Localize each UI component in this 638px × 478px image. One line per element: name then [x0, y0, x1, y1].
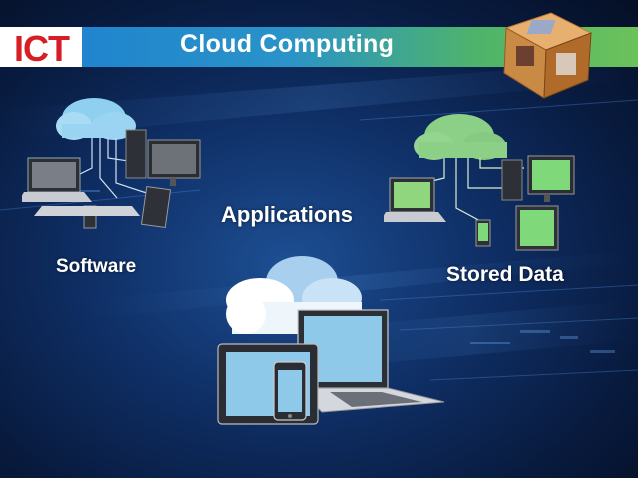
cloud-network-icon [414, 114, 507, 160]
laptop-icon [296, 309, 445, 413]
stored-data-network-group [384, 114, 575, 251]
cloud-network-icon [56, 98, 136, 140]
applications-label: Applications [221, 202, 354, 227]
slide-title: Cloud Computing [180, 30, 395, 58]
tower-pc-icon [501, 159, 523, 201]
software-label: Software [56, 256, 137, 277]
stored-data-label: Stored Data [446, 263, 564, 286]
phone-icon [273, 361, 307, 421]
tower-pc-icon [125, 129, 147, 179]
cube-photo-icon [503, 12, 593, 99]
applications-devices-group [217, 256, 445, 425]
tablet-icon [475, 205, 559, 251]
software-network-group [22, 98, 201, 229]
laptop-icon [384, 177, 446, 222]
monitor-icon [147, 139, 201, 186]
monitor-icon [527, 155, 575, 202]
laptop-icon [22, 157, 92, 202]
ict-logo: ICT [14, 28, 70, 69]
logo-background [0, 27, 82, 67]
